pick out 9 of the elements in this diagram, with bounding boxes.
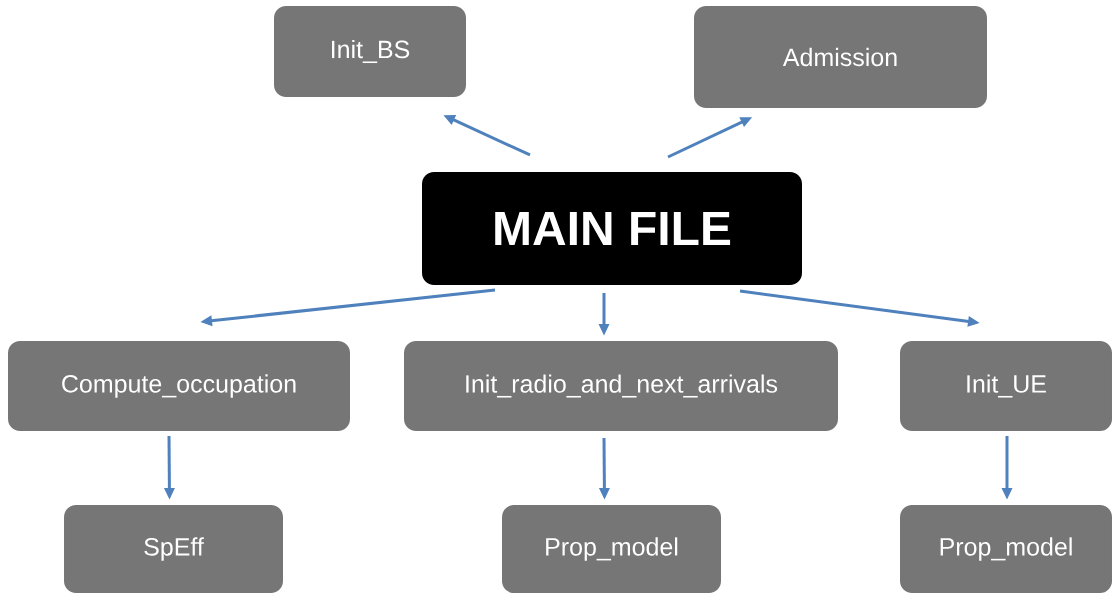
main-file-box: MAIN FILE bbox=[422, 172, 802, 285]
process-box: Init_UE bbox=[900, 341, 1112, 431]
process-box: Prop_model bbox=[502, 505, 721, 593]
process-box: Compute_occupation bbox=[8, 341, 350, 431]
process-box: Init_radio_and_next_arrivals bbox=[404, 341, 838, 431]
process-box: Init_BS bbox=[274, 6, 466, 97]
process-box: SpEff bbox=[64, 505, 283, 593]
process-box: Prop_model bbox=[900, 505, 1112, 593]
process-box: Admission bbox=[694, 6, 987, 108]
